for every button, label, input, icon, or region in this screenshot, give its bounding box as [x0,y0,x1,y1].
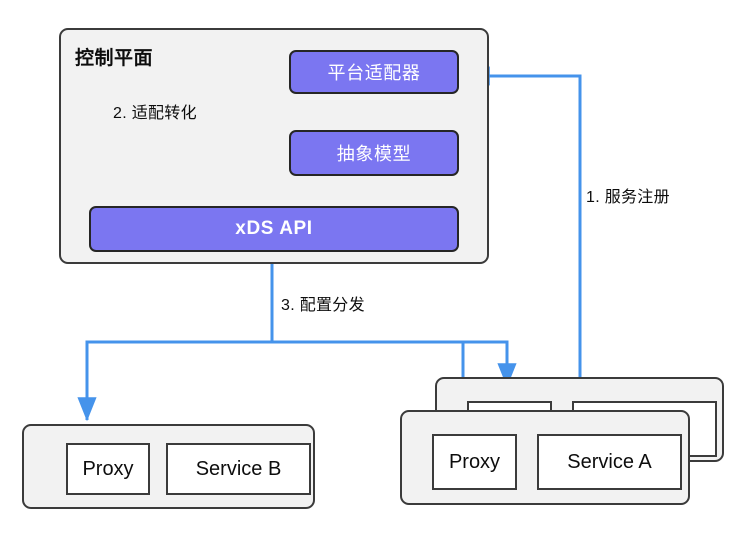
edge-xds-to-service-b [77,340,272,422]
node-platform-adapter[interactable]: 平台适配器 [289,50,459,94]
service-b-card: Proxy Service B [22,424,315,509]
node-abstract-model[interactable]: 抽象模型 [289,130,459,176]
edge-label-register: 1. 服务注册 [586,189,670,206]
service-b-proxy-box[interactable]: Proxy [66,443,150,495]
edge-label-adapt: 2. 适配转化 [113,105,197,122]
control-plane-title: 控制平面 [75,48,154,69]
service-a-proxy-box[interactable]: Proxy [432,434,517,490]
node-xds-api[interactable]: xDS API [89,206,459,252]
service-b-service-box[interactable]: Service B [166,443,311,495]
edge-label-distribute: 3. 配置分发 [281,297,365,314]
service-a-service-box[interactable]: Service A [537,434,682,490]
service-a-card-front: Proxy Service A [400,410,690,505]
